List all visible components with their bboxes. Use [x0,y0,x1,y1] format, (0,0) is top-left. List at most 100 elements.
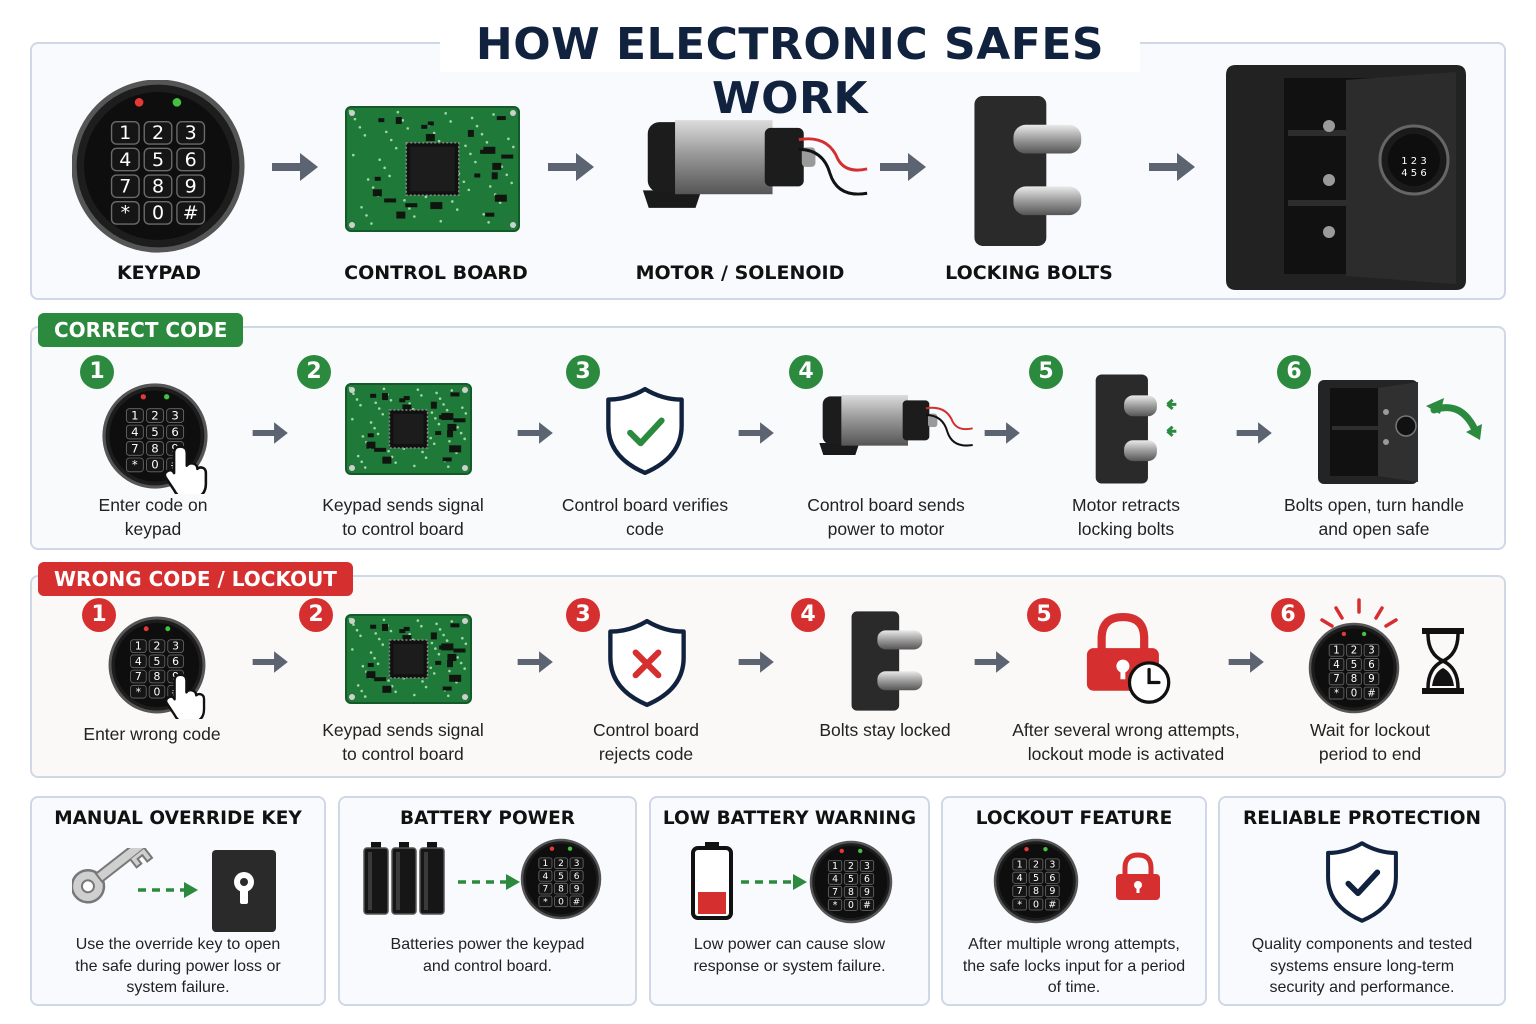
retracting-bolts-icon [1084,373,1194,485]
arrow-right-icon [1147,150,1199,184]
safe-opening-icon [1316,376,1486,486]
arrow-right-icon [972,649,1014,675]
svg-text:8: 8 [1033,886,1039,897]
svg-text:8: 8 [558,885,564,895]
svg-text:6: 6 [1049,873,1055,884]
svg-text:3: 3 [172,640,179,653]
step-number: 5 [1027,598,1061,632]
svg-text:3: 3 [185,122,197,144]
step-number: 1 [82,598,116,632]
svg-text:6: 6 [171,425,178,439]
svg-text:2: 2 [848,861,854,872]
override-key-icon [72,848,292,938]
arrow-right-icon [515,649,557,675]
card-text: After multiple wrong attempts,the safe l… [962,936,1186,996]
step-caption: Enter wrong code [83,724,221,744]
step-number: 5 [1029,355,1063,389]
arrow-right-icon [878,150,930,184]
shield-check-icon [604,383,686,479]
svg-text:1: 1 [131,408,138,422]
svg-text:8: 8 [154,670,161,683]
arrow-right-icon [736,420,778,446]
svg-text:8: 8 [152,175,164,197]
svg-text:7: 7 [119,175,131,197]
svg-text:2: 2 [1351,646,1357,657]
hourglass-icon [1420,626,1466,696]
svg-text:6: 6 [574,872,580,882]
shield-check-icon [1324,840,1400,924]
step-number: 4 [791,598,825,632]
svg-text:0: 0 [151,458,158,472]
svg-text:7: 7 [543,885,549,895]
svg-text:9: 9 [1049,886,1055,897]
svg-text:4: 4 [543,872,549,882]
svg-text:5: 5 [848,874,854,885]
arrow-right-icon [1234,420,1276,446]
svg-text:*: * [1334,688,1339,699]
component-label-control-board: CONTROL BOARD [344,262,528,284]
svg-text:1: 1 [832,861,838,872]
padlock-clock-icon [1082,612,1172,704]
svg-text:1: 1 [1017,860,1023,871]
step-number: 4 [789,355,823,389]
svg-text:0: 0 [1033,900,1039,911]
svg-text:5: 5 [1033,873,1039,884]
svg-text:3: 3 [864,861,870,872]
svg-text:0: 0 [848,900,854,911]
feature-card-manual-override: MANUAL OVERRIDE KEY Use the override key… [30,796,326,1006]
svg-text:8: 8 [848,887,854,898]
svg-text:6: 6 [172,655,179,668]
svg-text:#: # [1048,900,1056,911]
svg-text:6: 6 [864,874,870,885]
svg-text:6: 6 [185,149,197,171]
svg-text:*: * [121,202,131,224]
svg-text:8: 8 [151,441,158,455]
locked-bolts-icon [846,610,936,712]
svg-text:3: 3 [171,408,178,422]
svg-text:9: 9 [1368,674,1374,685]
svg-text:9: 9 [185,175,197,197]
svg-text:#: # [573,897,581,907]
step-caption: Bolts stay locked [819,720,951,740]
wrong-code-panel [30,575,1506,778]
svg-text:0: 0 [1351,688,1357,699]
component-label-motor: MOTOR / SOLENOID [635,262,845,284]
step-number: 2 [299,598,333,632]
svg-text:3: 3 [1049,860,1055,871]
svg-text:*: * [1017,900,1022,911]
correct-code-badge: CORRECT CODE [38,313,244,347]
component-label-locking-bolts: LOCKING BOLTS [945,262,1113,284]
circuit-board-icon [345,106,520,232]
svg-text:4: 4 [131,425,138,439]
svg-text:5: 5 [152,149,164,171]
svg-text:4: 4 [832,874,838,885]
locking-bolts-icon [972,94,1096,248]
circuit-board-icon [345,383,472,475]
svg-text:1: 1 [135,640,142,653]
svg-text:7: 7 [1017,886,1023,897]
step-number: 3 [566,355,600,389]
card-title: RELIABLE PROTECTION [1243,808,1481,829]
step-number: 2 [297,355,331,389]
svg-text:5: 5 [1351,660,1357,671]
svg-text:1 2 3: 1 2 3 [1401,156,1426,167]
svg-text:4: 4 [135,655,142,668]
step-number: 1 [80,355,114,389]
motor-icon [816,378,976,472]
svg-text:#: # [863,900,871,911]
svg-text:3: 3 [1368,646,1374,657]
arrow-right-icon [546,150,598,184]
